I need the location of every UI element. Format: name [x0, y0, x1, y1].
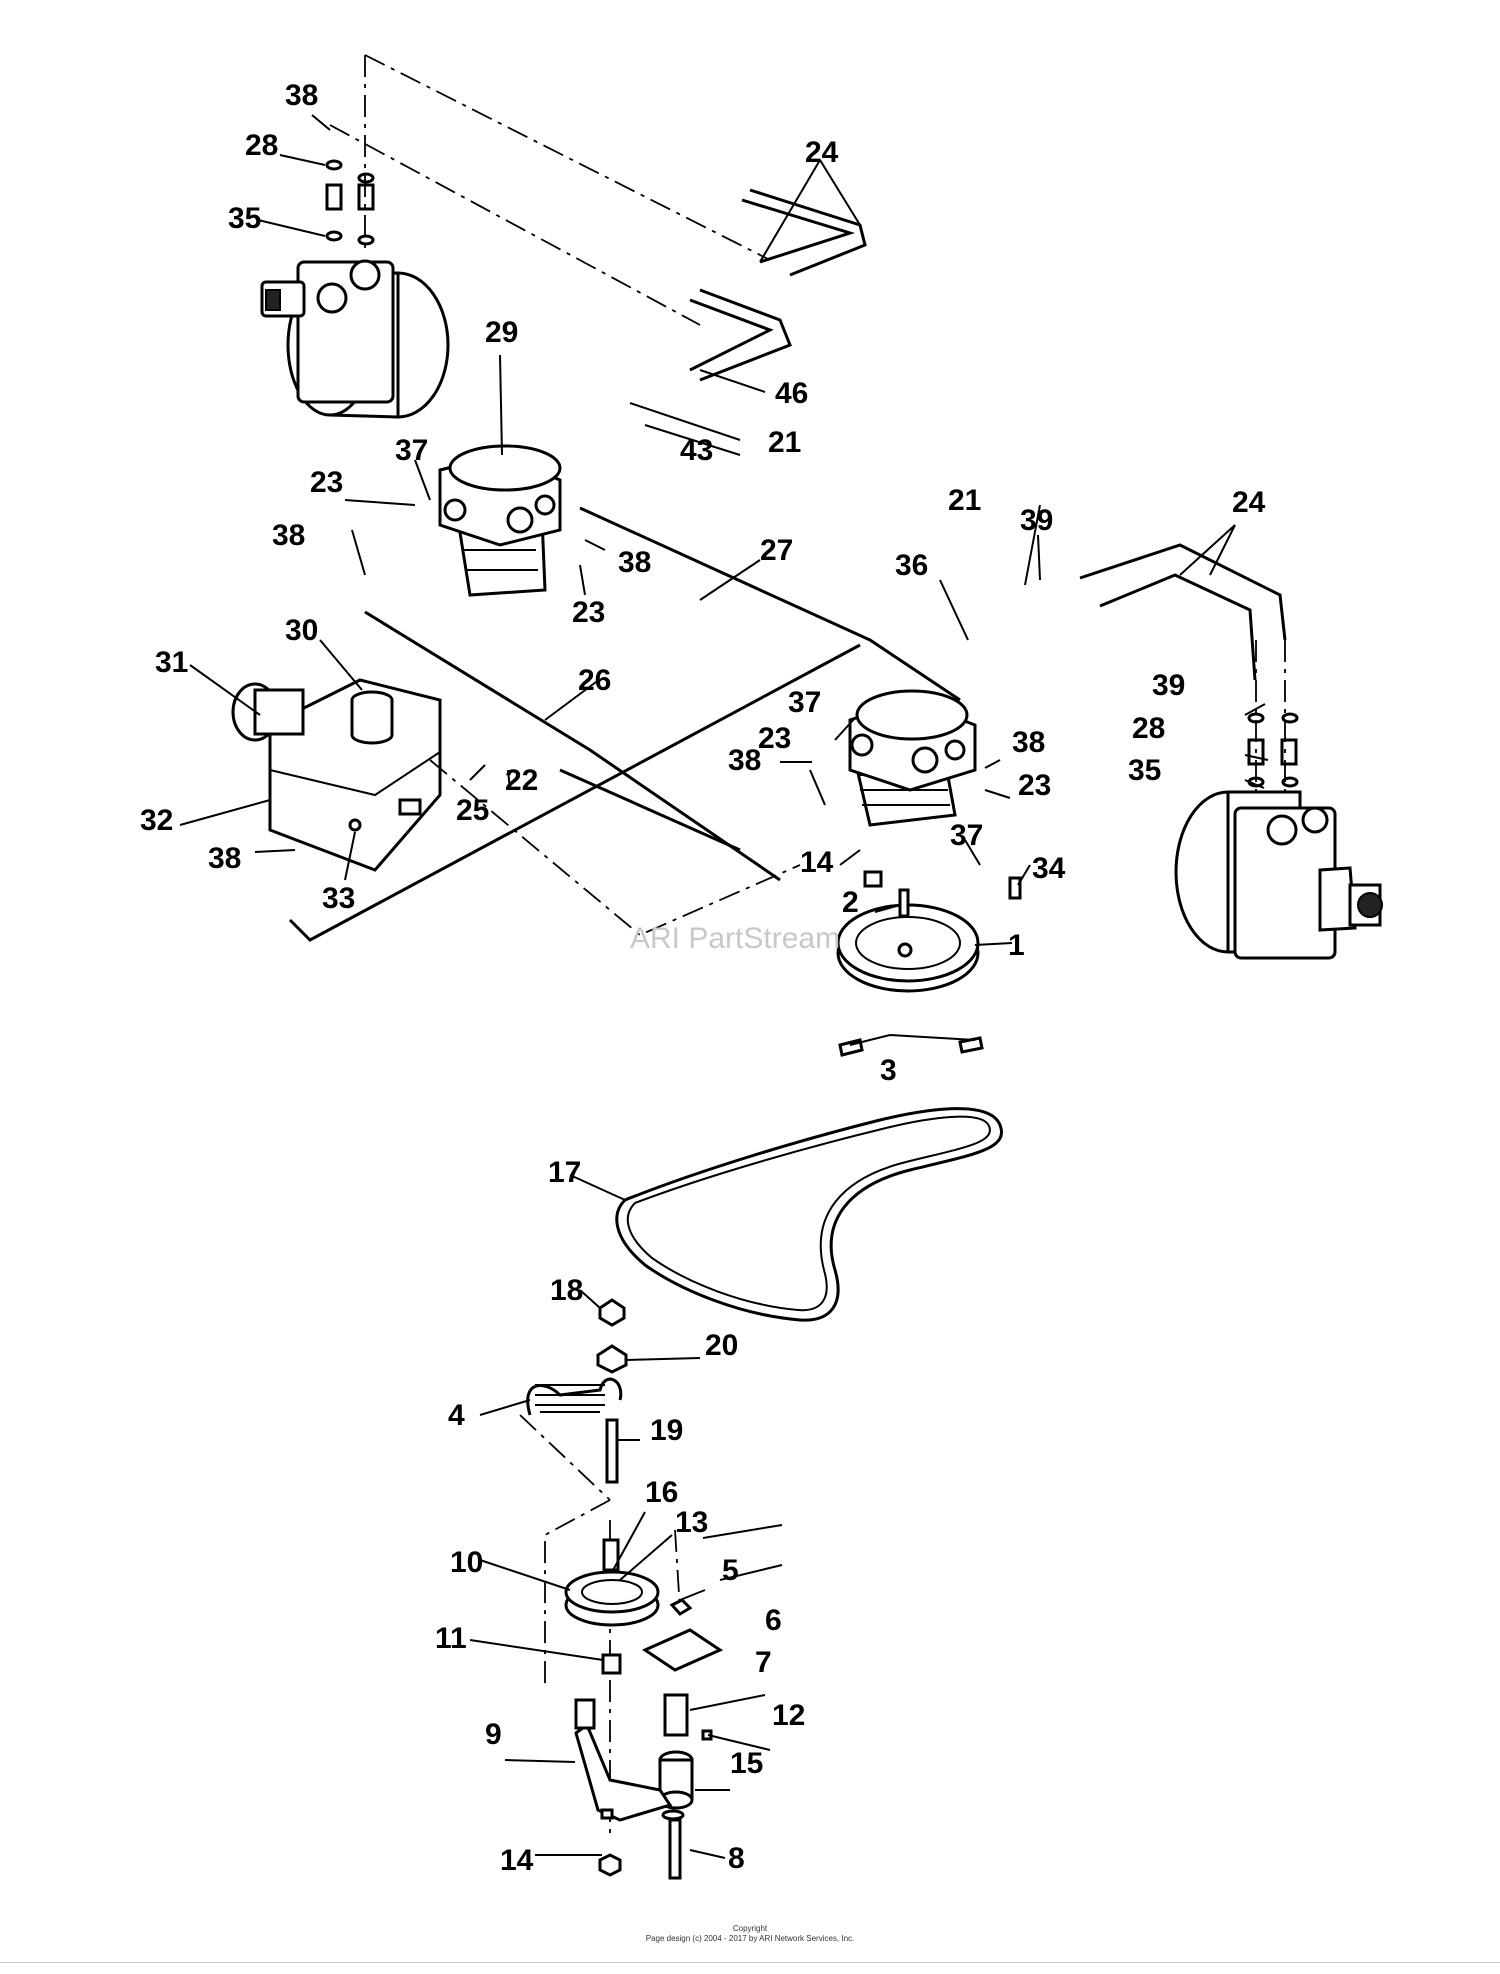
callout-14-lower: 14 — [500, 1844, 534, 1877]
callout-11: 11 — [435, 1622, 467, 1655]
callout-26: 26 — [578, 664, 611, 697]
fittings-left-motor — [325, 159, 375, 246]
callout-15: 15 — [730, 1747, 763, 1780]
watermark: ARI PartStream — [630, 922, 841, 955]
callout-39-upper: 39 — [1020, 504, 1053, 537]
callout-38-left-pump: 38 — [272, 519, 305, 552]
wheel-motor-left — [260, 259, 450, 419]
hydraulic-pump-lower — [848, 689, 977, 827]
callout-28-right: 28 — [1132, 712, 1165, 745]
callout-33: 33 — [322, 882, 355, 915]
callout-2: 2 — [842, 886, 859, 919]
callout-30: 30 — [285, 614, 318, 647]
drive-belt — [615, 1107, 1003, 1322]
callout-12: 12 — [772, 1699, 805, 1732]
callout-29: 29 — [485, 316, 518, 349]
callout-9: 9 — [485, 1718, 502, 1751]
callout-8: 8 — [728, 1842, 745, 1875]
callout-38-top: 38 — [285, 79, 318, 112]
callout-28-left: 28 — [245, 129, 278, 162]
callout-38-upper-pump: 38 — [618, 546, 651, 579]
hydraulic-tubes — [288, 188, 1287, 942]
callout-43: 43 — [680, 434, 713, 467]
callout-13: 13 — [675, 1506, 708, 1539]
callout-32: 32 — [140, 804, 173, 837]
callout-17: 17 — [548, 1156, 581, 1189]
callout-35-right: 35 — [1128, 754, 1161, 787]
callout-4: 4 — [448, 1399, 465, 1432]
callout-22: 22 — [505, 764, 538, 797]
callout-23-c: 23 — [758, 722, 791, 755]
copyright-label: Copyright — [732, 1924, 768, 1933]
callout-23-a: 23 — [310, 466, 343, 499]
leader-lines — [179, 114, 1269, 1859]
callout-37-middle: 37 — [788, 686, 821, 719]
drive-pulley — [836, 870, 1022, 1057]
callout-23-b: 23 — [572, 596, 605, 629]
idler-hardware — [526, 1298, 724, 1880]
callout-21-upper: 21 — [768, 426, 801, 459]
callout-37-upper: 37 — [395, 434, 428, 467]
callout-35-left: 35 — [228, 202, 261, 235]
callout-34: 34 — [1032, 852, 1066, 885]
callout-37-lower: 37 — [950, 819, 983, 852]
callout-10: 10 — [450, 1546, 483, 1579]
callout-39-lower: 39 — [1152, 669, 1185, 702]
page-design-credit: Page design (c) 2004 - 2017 by ARI Netwo… — [645, 1934, 855, 1943]
callout-18: 18 — [550, 1274, 583, 1307]
wheel-motor-right — [1174, 790, 1383, 960]
callout-3: 3 — [880, 1054, 897, 1087]
callout-20: 20 — [705, 1329, 738, 1362]
callout-7: 7 — [755, 1646, 772, 1679]
callout-6: 6 — [765, 1604, 782, 1637]
callout-21-lower: 21 — [948, 484, 981, 517]
callout-24-lower: 24 — [1232, 486, 1266, 519]
callout-46: 46 — [775, 377, 808, 410]
callout-14-upper: 14 — [800, 846, 834, 879]
hydraulic-pump-upper — [438, 444, 562, 597]
callout-19: 19 — [650, 1414, 683, 1447]
assembly-lines — [329, 54, 1286, 1840]
callout-25: 25 — [456, 794, 489, 827]
callout-16: 16 — [645, 1476, 678, 1509]
callout-23-d: 23 — [1018, 769, 1051, 802]
callout-38-tank: 38 — [208, 842, 241, 875]
oil-reservoir — [231, 678, 442, 872]
footer: Copyright Page design (c) 2004 - 2017 by… — [0, 1924, 1500, 1944]
callout-27: 27 — [760, 534, 793, 567]
callout-38-lower-pump-right: 38 — [1012, 726, 1045, 759]
callout-24-upper: 24 — [805, 136, 839, 169]
callout-31: 31 — [155, 646, 188, 679]
callout-5: 5 — [722, 1554, 739, 1587]
callout-38-lower-pump-left: 38 — [728, 744, 761, 777]
bottom-divider — [0, 1962, 1500, 1963]
callout-numbers: 1 2 3 4 5 6 7 8 9 10 11 12 13 14 14 15 1… — [140, 79, 1266, 1877]
callout-1: 1 — [1008, 929, 1025, 962]
callout-36: 36 — [895, 549, 928, 582]
